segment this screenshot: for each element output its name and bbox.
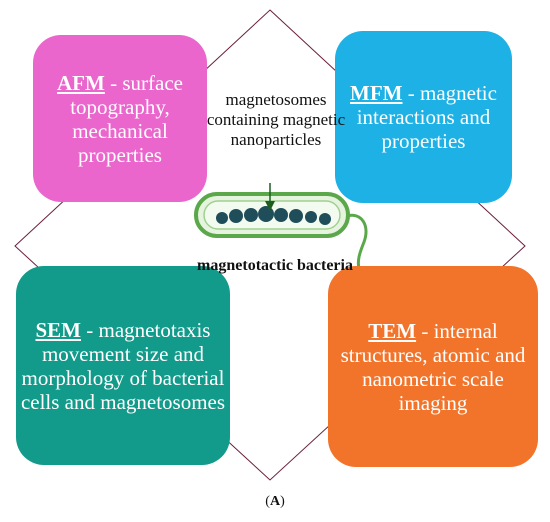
- panel-close-paren: ): [280, 494, 285, 509]
- tem-box: TEM - internal structures, atomic and na…: [328, 266, 538, 467]
- tem-acronym: TEM: [368, 318, 417, 343]
- magnetosome-particle: [305, 211, 317, 223]
- magnetosome-particle: [319, 213, 331, 225]
- afm-acronym: AFM: [57, 70, 105, 95]
- tem-description: - internal structures, atomic and nanome…: [340, 318, 526, 415]
- magnetosome-label: magnetosomes containing magnetic nanopar…: [206, 90, 346, 149]
- magnetosome-particle: [244, 208, 258, 222]
- sem-box: SEM - magnetotaxis movement size and mor…: [16, 266, 230, 465]
- magnetosome-particle: [229, 209, 243, 223]
- panel-open-paren: (: [265, 494, 270, 509]
- pointer-arrow: [265, 183, 275, 211]
- magnetosome-particle: [216, 212, 228, 224]
- mfm-description: - magnetic interactions and properties: [356, 81, 497, 153]
- bacteria-label: magnetotactic bacteria: [197, 257, 353, 274]
- panel-label: (A): [0, 494, 550, 510]
- sem-description: - magnetotaxis movement size and morphol…: [20, 317, 226, 414]
- sem-acronym: SEM: [35, 317, 82, 342]
- magnetosome-particle: [274, 208, 288, 222]
- mfm-acronym: MFM: [350, 81, 403, 105]
- magnetosome-particle: [289, 209, 303, 223]
- afm-description: - surface topography, mechanical propert…: [70, 70, 183, 167]
- panel-letter: A: [269, 494, 281, 509]
- magnetosome-particle: [258, 206, 274, 222]
- afm-box: AFM - surface topography, mechanical pro…: [33, 35, 207, 202]
- bacterium-flagellum: [346, 213, 368, 273]
- mfm-box: MFM - magnetic interactions and properti…: [335, 31, 512, 203]
